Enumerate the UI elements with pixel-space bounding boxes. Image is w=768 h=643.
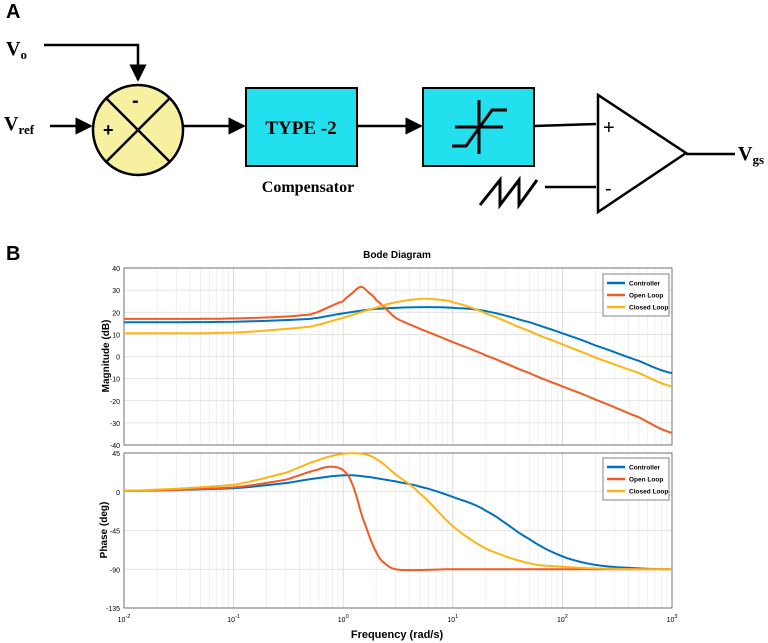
phase-y-tick-label: 45: [112, 451, 120, 458]
panel-a: A Vo Vref - + TYPE -2 Compensator: [4, 1, 764, 215]
x-tick-label: 10-2: [118, 614, 131, 624]
x-tick-label: 101: [447, 614, 458, 624]
magnitude-y-tick-label: -30: [110, 421, 120, 428]
phase-legend-label-controller: Controller: [629, 465, 661, 472]
compensator-caption: Compensator: [262, 179, 354, 196]
comparator-plus: +: [603, 117, 615, 139]
phase-series-closed-loop: [123, 452, 672, 571]
summer-minus: -: [132, 90, 139, 112]
magnitude-legend-label-controller: Controller: [629, 281, 661, 288]
magnitude-y-tick-label: 30: [112, 288, 120, 295]
summer-plus: +: [103, 120, 114, 140]
magnitude-legend-label-open-loop: Open Loop: [629, 293, 663, 300]
x-tick-label: 100: [338, 614, 349, 624]
phase-y-tick-label: -90: [110, 567, 120, 574]
summing-junction-icon: [91, 83, 185, 177]
phase-axis-label: Phase (deg): [99, 502, 110, 559]
magnitude-legend-label-closed-loop: Closed Loop: [629, 305, 668, 312]
x-tick-label: 10-1: [227, 614, 240, 624]
vo-arrow: [44, 43, 147, 82]
comparator-minus: -: [605, 178, 612, 200]
vo-label: Vo: [6, 38, 27, 62]
bode-title: Bode Diagram: [363, 250, 431, 261]
panel-b-label: B: [6, 243, 20, 265]
magnitude-y-tick-label: 0: [116, 355, 120, 362]
panel-a-label: A: [6, 1, 20, 23]
compensator-text: TYPE -2: [265, 118, 336, 139]
sawtooth-icon: [478, 175, 539, 210]
phase-legend-label-closed-loop: Closed Loop: [629, 489, 668, 496]
magnitude-axis-label: Magnitude (dB): [101, 320, 112, 393]
magnitude-series-controller: [124, 306, 673, 375]
phase-series-open-loop: [123, 465, 672, 572]
magnitude-y-tick-label: -20: [110, 399, 120, 406]
compensator-block: [245, 87, 358, 167]
limiter-icon: [452, 100, 507, 154]
phase-y-tick-label: -45: [110, 529, 120, 536]
x-tick-label: 102: [557, 614, 568, 624]
vref-label: Vref: [4, 113, 35, 137]
magnitude-y-tick-label: -40: [110, 443, 120, 450]
phase-frame: [123, 452, 673, 609]
magnitude-y-tick-label: 10: [112, 332, 120, 339]
vgs-label: Vgs: [738, 143, 764, 167]
phase-y-tick-label: 0: [116, 490, 120, 497]
phase-series-controller: [123, 474, 673, 571]
magnitude-series-closed-loop: [124, 297, 673, 388]
magnitude-frame: [123, 267, 673, 446]
x-tick-label: 103: [667, 614, 678, 624]
magnitude-y-tick-label: 40: [112, 266, 120, 273]
x-axis-label: Frequency (rad/s): [351, 629, 444, 641]
phase-legend-label-open-loop: Open Loop: [629, 477, 663, 484]
magnitude-series-open-loop: [124, 285, 673, 434]
limiter-to-comparator-line: [533, 122, 597, 128]
magnitude-y-tick-label: -10: [110, 377, 120, 384]
magnitude-y-tick-label: 20: [112, 310, 120, 317]
phase-y-tick-label: -135: [106, 606, 120, 613]
comparator-icon: [596, 92, 689, 215]
panel-b: B Bode Diagram 403020100-10-20-30-40Cont…: [6, 243, 677, 641]
